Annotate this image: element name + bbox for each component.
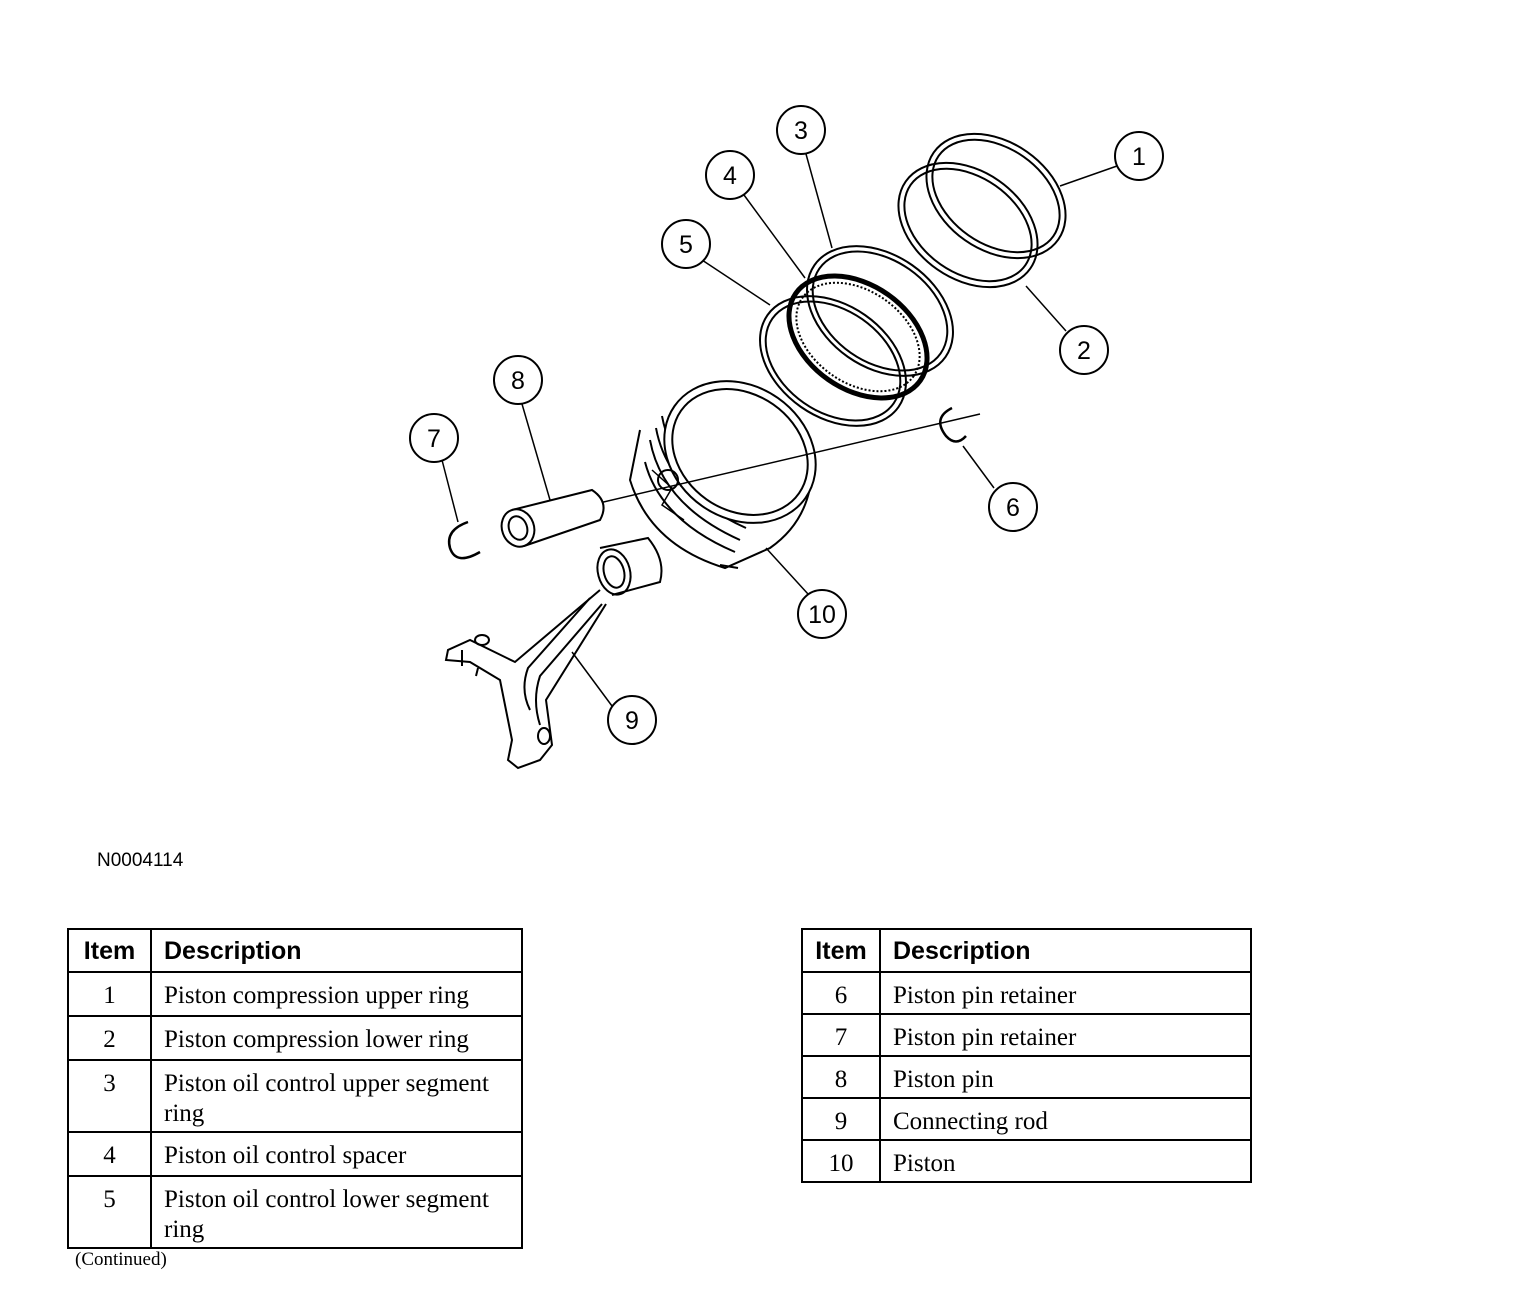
piston-10: [628, 380, 817, 570]
callout-circle-4: [705, 150, 755, 200]
row-description: Connecting rod: [879, 1097, 1252, 1141]
callout-label-3: 3: [794, 117, 808, 145]
table-row: 2 Piston compression lower ring: [67, 1015, 523, 1061]
leader-9: [571, 651, 613, 707]
header-description: Description: [879, 928, 1252, 973]
row-description: Piston pin: [879, 1055, 1252, 1099]
callout-circle-6: [988, 482, 1038, 532]
row-description: Piston pin retainer: [879, 1013, 1252, 1057]
table-row: 9 Connecting rod: [801, 1097, 1252, 1141]
row-item: 4: [67, 1131, 152, 1177]
row-description: Piston compression lower ring: [150, 1015, 523, 1061]
row-description: Piston compression upper ring: [150, 971, 523, 1017]
row-description: Piston pin retainer: [879, 971, 1252, 1015]
callout-label-7: 7: [427, 425, 441, 453]
table-header-row: Item Description: [801, 928, 1252, 973]
piston-pin-8: [500, 488, 605, 548]
callout-circle-9: [607, 695, 657, 745]
parts-table-right: Item Description 6 Piston pin retainer 7…: [801, 928, 1252, 1183]
table-row: 10 Piston: [801, 1139, 1252, 1183]
callout-circle-7: [409, 413, 459, 463]
leader-8: [521, 403, 551, 501]
callout-label-6: 6: [1006, 494, 1020, 522]
callout-label-2: 2: [1077, 337, 1091, 365]
table-row: 5 Piston oil control lower segment ring: [67, 1175, 523, 1249]
row-description: Piston oil control lower segment ring: [150, 1175, 523, 1249]
callout-label-9: 9: [625, 707, 639, 735]
leader-6: [962, 445, 995, 489]
pin-axis-line: [594, 413, 981, 505]
callout-circle-2: [1059, 325, 1109, 375]
callout-circle-3: [776, 105, 826, 155]
continued-note: (Continued): [75, 1249, 167, 1270]
leader-2: [1025, 285, 1067, 332]
callout-label-4: 4: [723, 162, 737, 190]
row-item: 2: [67, 1015, 152, 1061]
callout-label-5: 5: [679, 231, 693, 259]
ring-1-compression-upper: [925, 132, 1067, 260]
table-row: 4 Piston oil control spacer: [67, 1131, 523, 1177]
row-item: 10: [801, 1139, 881, 1183]
callout-circle-1: [1114, 131, 1164, 181]
row-description: Piston oil control upper segment ring: [150, 1059, 523, 1133]
retainer-7: [447, 520, 481, 560]
leader-7: [441, 459, 459, 523]
leader-4: [743, 194, 806, 279]
row-item: 7: [801, 1013, 881, 1057]
figure-id: N0004114: [97, 850, 184, 871]
row-description: Piston: [879, 1139, 1252, 1183]
header-item: Item: [801, 928, 881, 973]
ring-2-compression-lower: [897, 161, 1039, 289]
header-description: Description: [150, 928, 523, 973]
table-row: 6 Piston pin retainer: [801, 971, 1252, 1015]
row-item: 9: [801, 1097, 881, 1141]
row-item: 8: [801, 1055, 881, 1099]
ring-5-oil-lower-segment: [759, 295, 907, 427]
callout-label-8: 8: [511, 367, 525, 395]
callout-label-1: 1: [1132, 143, 1146, 171]
ring-4-oil-spacer: [786, 273, 930, 401]
leader-5: [701, 259, 771, 306]
leader-3: [805, 153, 833, 249]
leader-10: [765, 547, 809, 595]
table-row: 1 Piston compression upper ring: [67, 971, 523, 1017]
row-item: 1: [67, 971, 152, 1017]
row-description: Piston oil control spacer: [150, 1131, 523, 1177]
callout-circle-10: [797, 589, 847, 639]
parts-table-left: Item Description 1 Piston compression up…: [67, 928, 523, 1249]
row-item: 3: [67, 1059, 152, 1133]
leader-1: [1059, 165, 1118, 187]
callout-label-10: 10: [808, 601, 836, 629]
row-item: 6: [801, 971, 881, 1015]
callout-circle-8: [493, 355, 543, 405]
connecting-rod-9: [444, 536, 663, 770]
table-row: 8 Piston pin: [801, 1055, 1252, 1099]
callout-circle-5: [661, 219, 711, 269]
row-item: 5: [67, 1175, 152, 1249]
ring-3-oil-upper-segment: [806, 245, 954, 377]
table-header-row: Item Description: [67, 928, 523, 973]
table-row: 3 Piston oil control upper segment ring: [67, 1059, 523, 1133]
header-item: Item: [67, 928, 152, 973]
exploded-piston-diagram: 1 2 3 4 5 6 7 8 9 10: [409, 105, 1164, 770]
retainer-6: [939, 406, 967, 443]
table-row: 7 Piston pin retainer: [801, 1013, 1252, 1057]
